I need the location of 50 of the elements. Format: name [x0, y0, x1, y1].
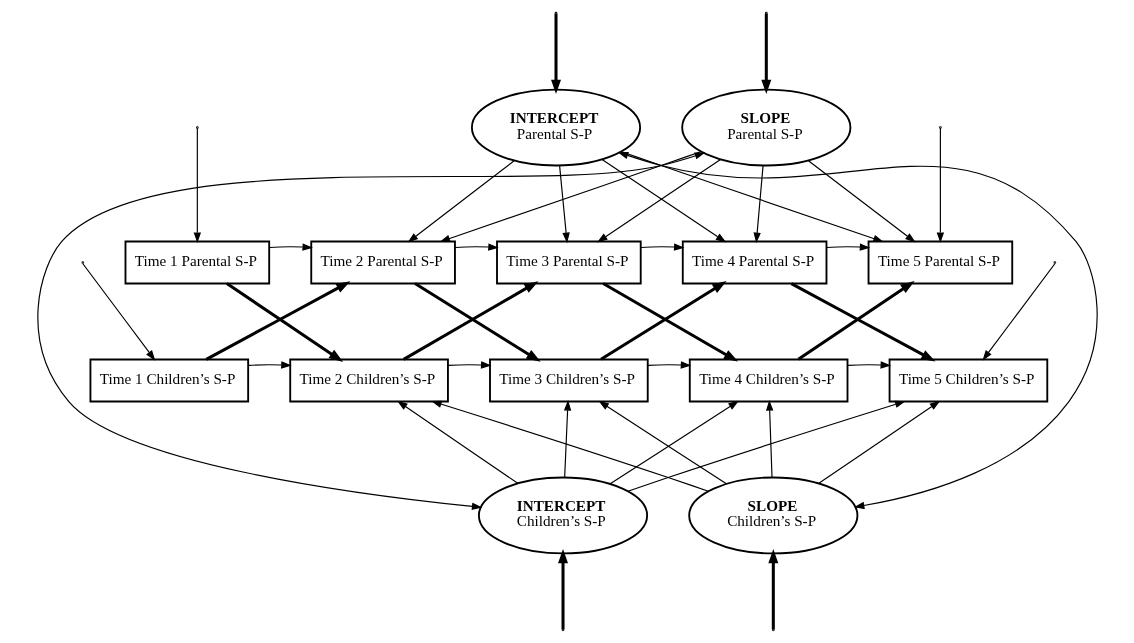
arrow: [767, 548, 778, 630]
arrow: [639, 243, 685, 251]
node-box: Time 2 Parental S-P: [309, 240, 456, 285]
arrow: [760, 13, 771, 95]
arrow: [563, 400, 571, 478]
node-box: Time 2 Children’s S-P: [288, 358, 449, 403]
arrow: [557, 548, 568, 630]
node-box: Time 3 Children’s S-P: [488, 358, 649, 403]
arrow: [817, 400, 940, 484]
arrow: [447, 361, 491, 369]
arrow: [225, 282, 343, 362]
node-box: Time 3 Parental S-P: [495, 240, 642, 285]
node-box: Time 1 Parental S-P: [124, 240, 270, 285]
arrow: [647, 361, 691, 369]
node-box: Time 4 Children’s S-P: [688, 358, 848, 403]
arrow: [205, 281, 350, 361]
arrow: [396, 400, 518, 484]
arrow: [617, 152, 1098, 510]
arrow: [765, 400, 773, 478]
node-box: Time 5 Children’s S-P: [888, 358, 1048, 403]
arrow: [609, 400, 739, 485]
node-ellipse: INTERCEPT Parental S-P: [470, 88, 641, 167]
arrow: [439, 151, 701, 243]
node-box: Time 5 Parental S-P: [867, 240, 1013, 285]
arrow: [936, 128, 944, 243]
arrow: [81, 263, 155, 361]
arrow: [454, 243, 499, 251]
arrow: [247, 361, 292, 369]
arrow: [407, 160, 515, 243]
arrow: [752, 165, 764, 244]
node-box: Time 1 Children’s S-P: [89, 358, 249, 403]
arrow: [268, 243, 313, 251]
arrow: [36, 152, 705, 511]
arrow: [550, 13, 561, 95]
arrow: [430, 400, 709, 492]
arrow: [620, 151, 884, 243]
arrow: [797, 280, 915, 361]
arrow: [790, 282, 935, 362]
arrow: [846, 361, 891, 369]
arrow: [193, 128, 201, 243]
arrow: [825, 243, 870, 251]
arrow: [981, 263, 1055, 361]
arrow: [558, 165, 570, 244]
node-ellipse: SLOPE Children’s S-P: [687, 476, 858, 555]
node-box: Time 4 Parental S-P: [681, 240, 827, 285]
node-ellipse: INTERCEPT Children’s S-P: [477, 476, 648, 555]
arrow: [597, 400, 727, 485]
arrow: [626, 400, 905, 492]
node-ellipse: SLOPE Parental S-P: [680, 88, 851, 167]
arrow: [807, 160, 916, 243]
